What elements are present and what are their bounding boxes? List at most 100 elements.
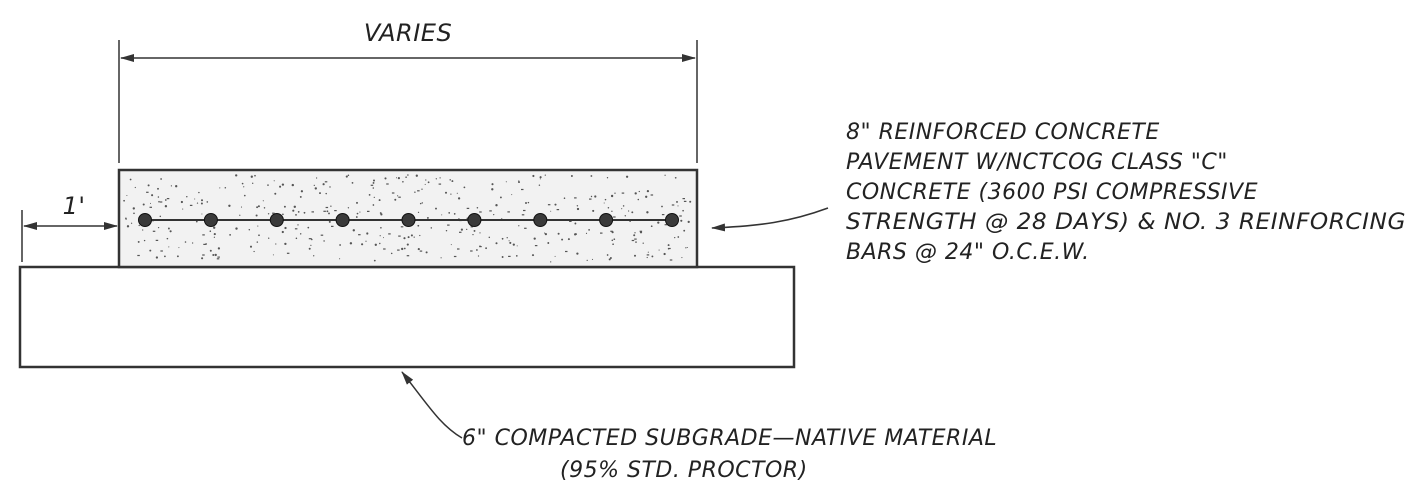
stipple-dot — [240, 206, 243, 208]
rebar-dot — [401, 213, 416, 227]
stipple-dot — [126, 194, 128, 197]
stipple-dot — [160, 250, 163, 252]
stipple-dot — [631, 239, 635, 242]
stipple-dot — [417, 190, 420, 192]
stipple-dot — [586, 259, 588, 262]
stipple-dot — [661, 205, 663, 208]
stipple-dot — [479, 211, 482, 213]
stipple-dot — [334, 210, 337, 212]
stipple-dot — [466, 228, 468, 231]
stipple-dot — [198, 191, 200, 194]
stipple-dot — [166, 237, 169, 240]
stipple-dot — [516, 245, 518, 247]
stipple-dot — [243, 194, 246, 197]
stipple-dot — [606, 254, 609, 256]
rebar-dot — [467, 213, 482, 227]
stipple-dot — [326, 210, 329, 213]
stipple-dot — [495, 242, 498, 245]
stipple-dot — [679, 215, 682, 217]
stipple-dot — [634, 192, 637, 195]
stipple-dot — [448, 212, 451, 214]
stipple-dot — [419, 234, 421, 237]
stipple-dot — [331, 225, 334, 227]
stipple-dot — [544, 174, 546, 176]
stipple-dot — [268, 237, 270, 239]
stipple-dot — [351, 182, 354, 184]
stipple-dot — [308, 247, 311, 250]
subgrade-callout-line-1: 6" COMPACTED SUBGRADE—NATIVE MATERIAL — [462, 426, 997, 451]
stipple-dot — [313, 184, 315, 187]
stipple-dot — [380, 227, 382, 229]
stipple-dot — [456, 192, 458, 194]
stipple-dot — [339, 244, 341, 246]
stipple-dot — [356, 212, 359, 215]
stipple-dot — [212, 254, 215, 256]
stipple-dot — [424, 183, 426, 185]
stipple-dot — [224, 186, 227, 189]
pavement-callout: 8" REINFORCED CONCRETE PAVEMENT W/NCTCOG… — [846, 120, 1406, 265]
stipple-dot — [182, 208, 184, 210]
stipple-dot — [634, 232, 636, 234]
stipple-dot — [149, 206, 152, 208]
stipple-dot — [367, 210, 370, 212]
stipple-dot — [257, 205, 260, 208]
stipple-dot — [345, 175, 348, 178]
stipple-dot — [493, 213, 495, 216]
stipple-dot — [323, 240, 325, 242]
stipple-dot — [646, 189, 650, 193]
stipple-dot — [147, 184, 150, 187]
stipple-dot — [257, 225, 259, 227]
stipple-dot — [413, 236, 415, 238]
stipple-dot — [160, 178, 162, 180]
stipple-dot — [561, 238, 564, 241]
stipple-dot — [569, 220, 572, 222]
stipple-dot — [255, 214, 258, 217]
stipple-dot — [295, 237, 298, 240]
stipple-dot — [508, 255, 511, 257]
stipple-dot — [594, 195, 597, 198]
stipple-dot — [308, 238, 312, 240]
stipple-dot — [146, 191, 149, 193]
stipple-dot — [283, 205, 286, 208]
stipple-dot — [505, 181, 507, 183]
stipple-dot — [585, 232, 588, 234]
stipple-dot — [142, 229, 144, 231]
stipple-dot — [426, 216, 429, 219]
stipple-dot — [299, 195, 302, 198]
stipple-dot — [645, 195, 648, 198]
pavement-callout-line-4: STRENGTH @ 28 DAYS) & NO. 3 REINFORCING — [846, 210, 1406, 235]
stipple-dot — [358, 234, 361, 236]
stipple-dot — [398, 196, 401, 198]
stipple-dot — [419, 250, 423, 252]
stipple-dot — [138, 224, 140, 227]
stipple-dot — [457, 248, 460, 250]
pavement-callout-line-1: 8" REINFORCED CONCRETE — [846, 120, 1160, 145]
stipple-dot — [164, 205, 168, 208]
stipple-dot — [671, 204, 675, 206]
stipple-dot — [137, 254, 140, 257]
stipple-dot — [531, 254, 535, 257]
stipple-dot — [322, 183, 325, 186]
stipple-dot — [158, 200, 160, 203]
stipple-dot — [590, 195, 593, 198]
stipple-dot — [151, 194, 154, 197]
stipple-dot — [450, 193, 452, 195]
stipple-dot — [489, 210, 492, 212]
rebar-dot — [138, 213, 152, 227]
stipple-dot — [149, 249, 152, 252]
stipple-dot — [682, 209, 684, 212]
stipple-dot — [633, 234, 636, 237]
stipple-dot — [279, 185, 282, 188]
stipple-dot — [445, 229, 448, 232]
stipple-dot — [401, 247, 404, 251]
stipple-dot — [373, 259, 376, 262]
stipple-dot — [253, 250, 255, 253]
stipple-dot — [166, 198, 170, 200]
stipple-dot — [435, 207, 437, 210]
stipple-dot — [386, 183, 389, 185]
stipple-dot — [252, 182, 254, 184]
stipple-dot — [217, 247, 221, 250]
stipple-dot — [235, 227, 238, 230]
stipple-dot — [524, 227, 527, 229]
stipple-dot — [512, 243, 515, 246]
